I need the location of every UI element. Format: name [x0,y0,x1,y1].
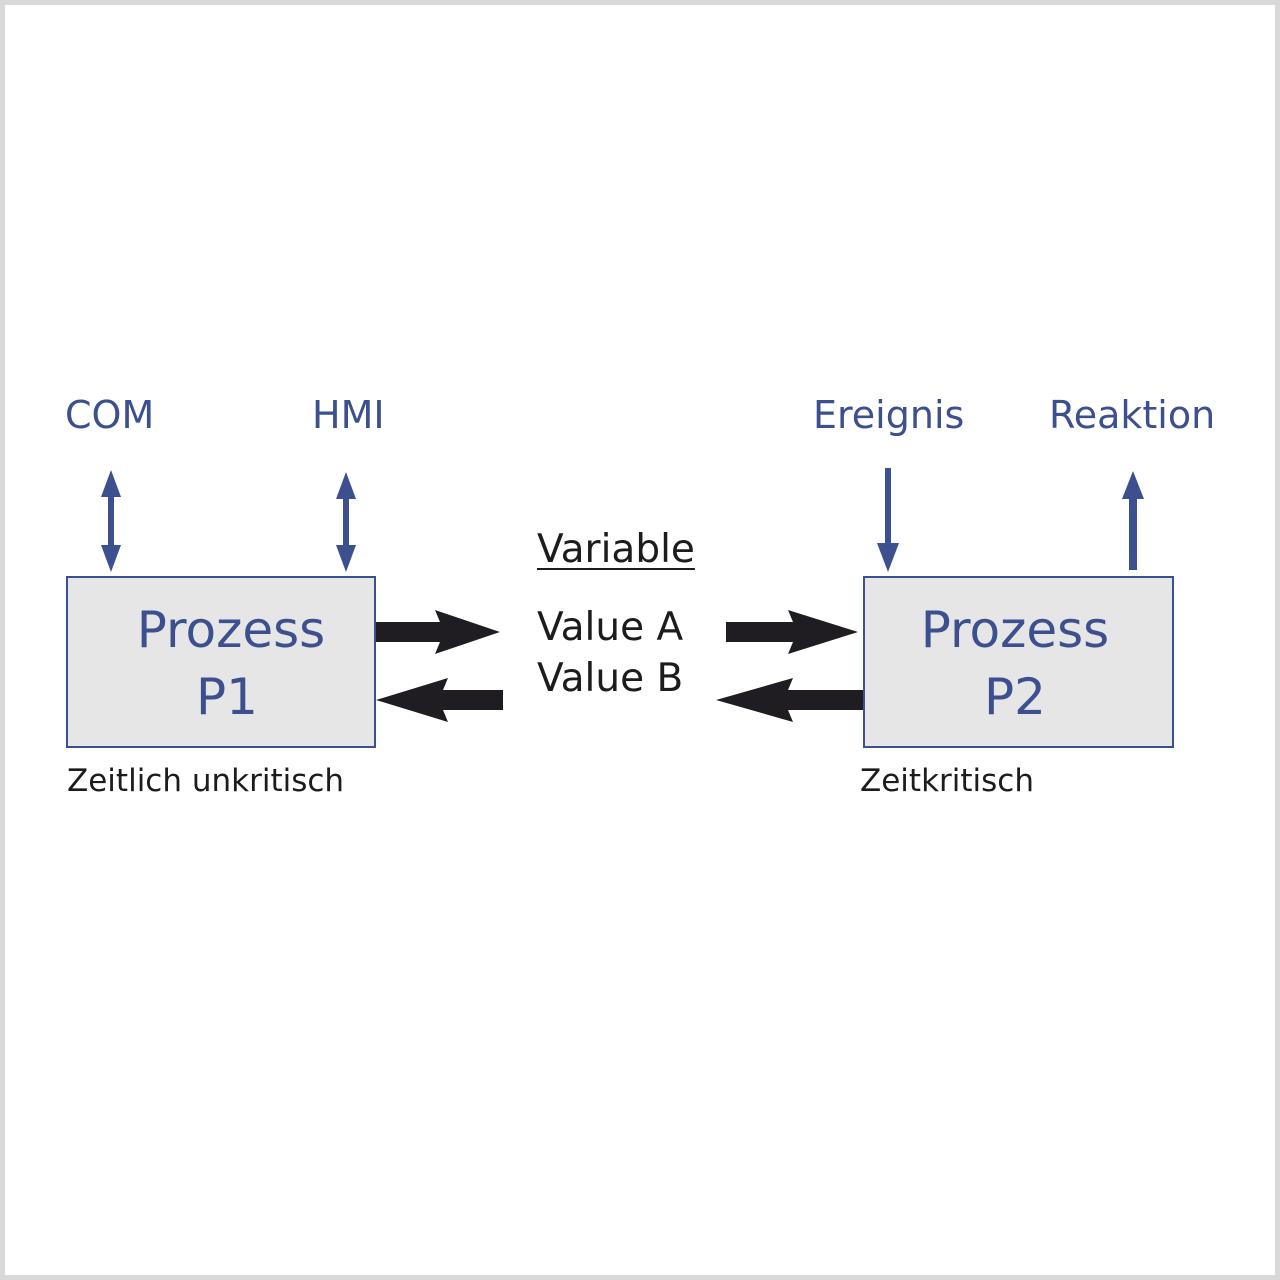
com-double-arrow [101,470,121,572]
p1-to-value-a-arrow [376,610,500,654]
value-a-to-p2-arrow [726,610,858,654]
hmi-label: HMI [312,393,385,437]
reaktion-label: Reaktion [1049,393,1216,437]
process-p2-box: Prozess P2 [863,576,1174,748]
process-p2-title: Prozess [920,601,1110,659]
process-p1-caption: Zeitlich unkritisch [67,763,345,799]
variable-value-a: Value A [537,605,684,650]
process-p1-id: P1 [196,668,258,726]
variable-heading: Variable [537,527,695,572]
p2-to-value-b-arrow [716,678,863,722]
com-label: COM [65,393,155,437]
reaktion-up-arrow [1122,471,1144,570]
process-p2-caption: Zeitkritisch [860,763,1034,799]
variable-value-b: Value B [537,656,684,701]
hmi-double-arrow [336,472,356,572]
arrows-layer [101,468,1144,722]
process-p2-id: P2 [984,668,1046,726]
ereignis-label: Ereignis [813,393,965,437]
value-b-to-p1-arrow [376,678,503,722]
process-p1-box: Prozess P1 [66,576,376,748]
ereignis-down-arrow [877,468,899,572]
process-p1-title: Prozess [136,601,326,659]
